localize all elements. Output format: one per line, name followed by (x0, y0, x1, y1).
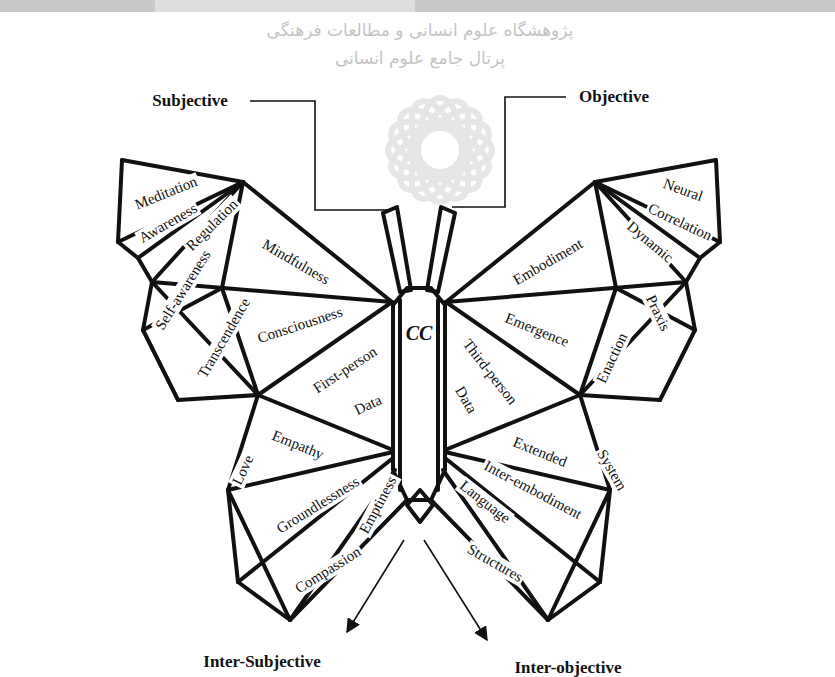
wing-term: Consciousness (254, 303, 347, 347)
wing-edge (446, 182, 595, 302)
body-outline (427, 207, 455, 292)
body-outline (398, 300, 402, 490)
center-label: CC (404, 322, 435, 344)
wing-edge (228, 395, 258, 490)
wing-term: Emergence (501, 309, 573, 351)
watermark: پژوهشگاه علوم انسانی و مطالعات فرهنگی (267, 21, 574, 40)
wing-edge (138, 258, 152, 282)
wing-edge (178, 395, 258, 400)
wing-term: Data (451, 382, 481, 418)
wing-edge (595, 182, 686, 282)
wing-term: System (593, 445, 631, 495)
wing-term: Emptiness (355, 472, 401, 538)
wing-term: Love (228, 451, 258, 490)
wing-edge (143, 282, 152, 330)
wing-edge (716, 160, 720, 242)
wing-term: Self-awareness (151, 245, 215, 334)
wing-edge (580, 282, 686, 395)
wing-term: Extended (509, 433, 571, 471)
wing-term: Praxis (642, 291, 674, 336)
wing-edge (143, 330, 178, 400)
watermark-petal (400, 94, 480, 207)
wing-edge (660, 330, 695, 400)
body-outline (436, 300, 440, 490)
wing-lines (118, 160, 720, 620)
wing-edge (118, 160, 122, 242)
leader-lines (250, 97, 566, 640)
wing-term: Structures (463, 540, 527, 587)
body-outline (407, 490, 433, 522)
wing-edge (595, 160, 716, 182)
top-bar-segment (155, 0, 415, 12)
wing-edge (580, 395, 660, 400)
quadrant-label: Subjective (150, 92, 230, 111)
wing-term: First-person (308, 342, 381, 398)
wing-edge (595, 182, 616, 288)
leader-line (452, 97, 566, 207)
watermark-logo (384, 94, 497, 207)
wing-edge (228, 490, 290, 620)
quadrant-label: Inter-Subjective (201, 653, 322, 672)
wing-term: Transcendence (193, 293, 254, 382)
quadrant-label: Inter-objective (513, 659, 624, 677)
wing-edge (118, 242, 138, 258)
wing-term: Empathy (268, 426, 328, 463)
wing-edge (700, 242, 720, 258)
wing-edge (431, 500, 548, 620)
wing-term: Compassion (290, 542, 365, 597)
wing-edge (243, 182, 392, 302)
wing-edge (686, 282, 695, 330)
leader-line (250, 101, 388, 210)
body-outline (393, 288, 445, 500)
wing-term: Embodiment (509, 234, 588, 289)
quadrant-label: Objective (577, 88, 651, 107)
body-outline (383, 207, 411, 292)
wing-term: Neural (659, 175, 707, 206)
wing-term: Data (350, 391, 386, 420)
watermark: پرتال جامع علوم انسانی (335, 49, 505, 68)
top-bar (0, 0, 835, 12)
wing-term: Enaction (592, 329, 631, 388)
wing-edge (686, 258, 700, 282)
wing-term: Mindfulness (258, 235, 335, 289)
wing-term: Groundlessness (272, 472, 364, 538)
